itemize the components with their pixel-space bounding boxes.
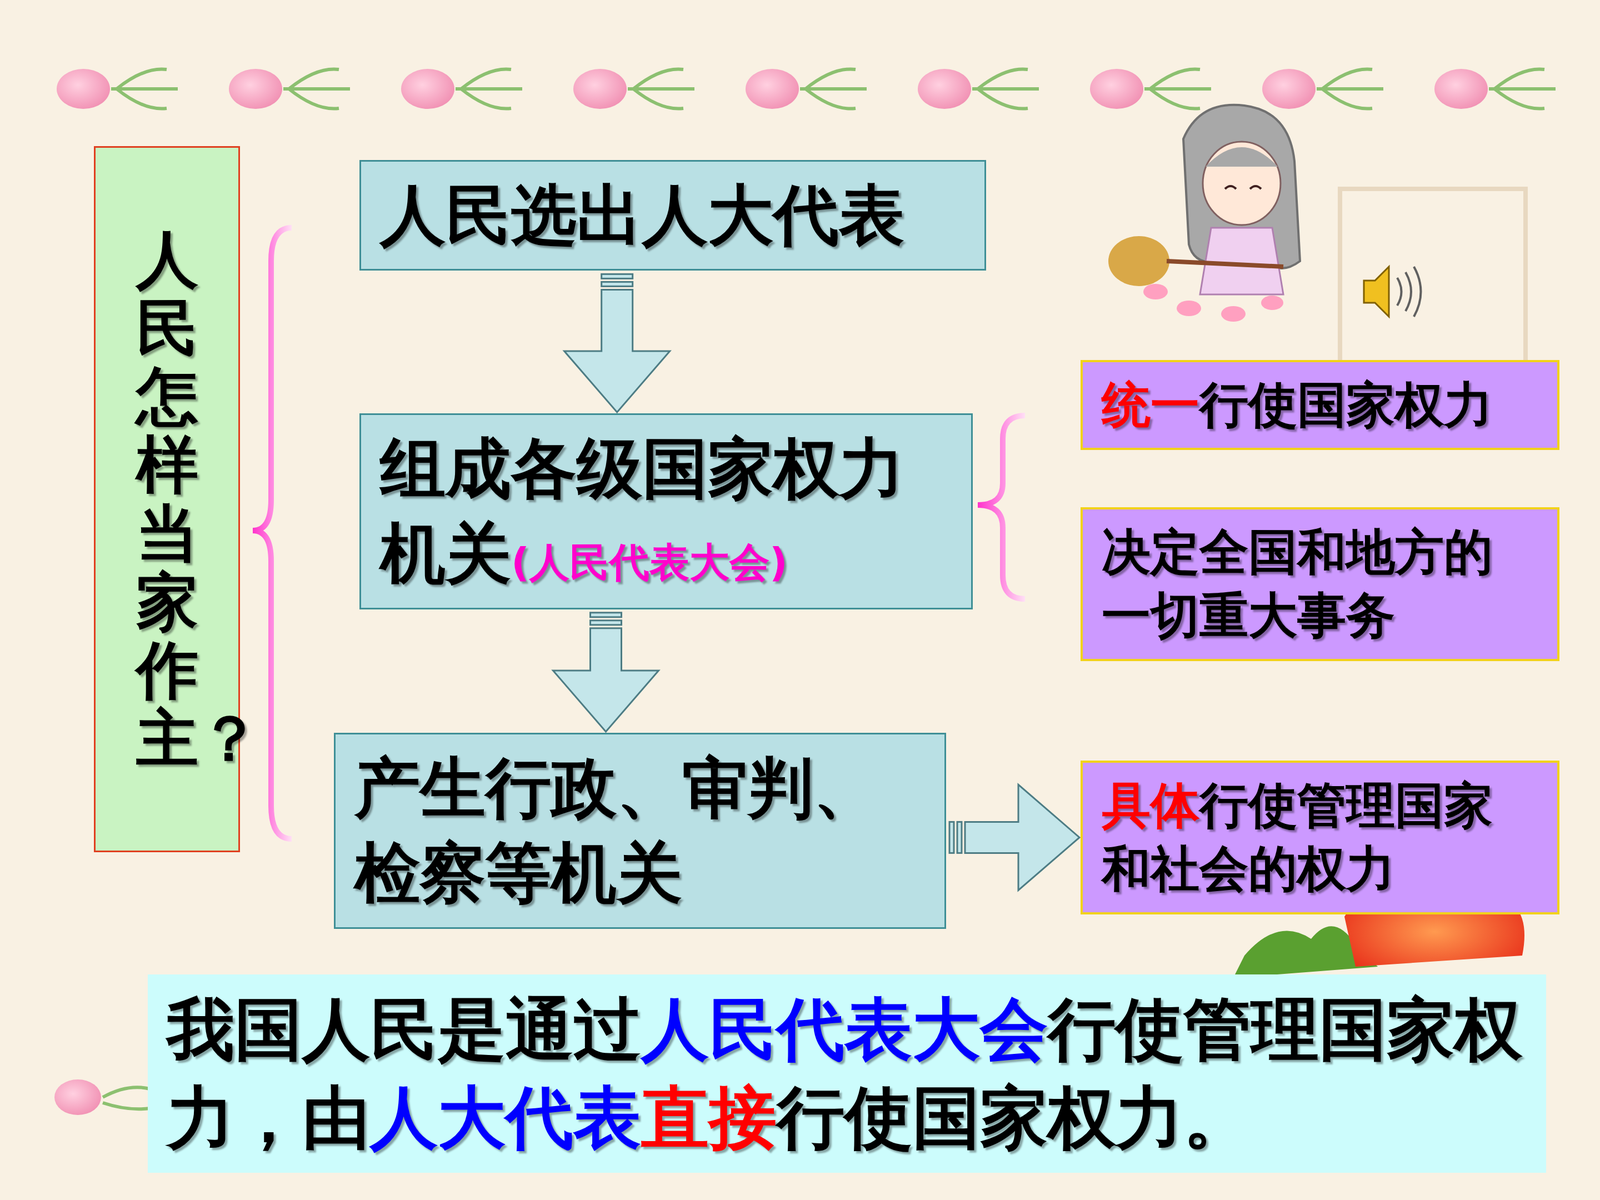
label-text: 人民代表大会 — [641, 990, 1048, 1069]
block-arrow — [564, 273, 670, 413]
tulip-border — [56, 68, 1556, 109]
label-text: 人民选出人大代表 — [380, 176, 905, 254]
process-box: 产生行政、审判、检察等机关 — [333, 732, 947, 929]
note-box: 具体行使管理国家和社会的权力 — [1080, 760, 1560, 915]
label-text: 行使国家权力 — [1199, 376, 1493, 434]
brace — [977, 415, 1025, 599]
summary-band: 我国人民是通过人民代表大会行使管理国家权力，由人大代表直接行使国家权力。 — [147, 974, 1547, 1173]
label-text: 人民怎样当家作主？ — [136, 223, 261, 775]
question-box: 人民怎样当家作主？ — [93, 146, 240, 853]
block-arrow — [949, 784, 1080, 890]
label-text: (人民代表大会) — [511, 538, 788, 586]
label-text: 决定全国和地方的一切重大事务 — [1101, 523, 1493, 644]
process-box: 人民选出人大代表 — [359, 160, 987, 271]
label-text: 我国人民是通过 — [166, 990, 642, 1069]
note-box: 统一行使国家权力 — [1080, 360, 1560, 450]
process-box: 组成各级国家权力机关(人民代表大会) — [359, 413, 973, 610]
note-box: 决定全国和地方的一切重大事务 — [1080, 507, 1560, 662]
label-text: 具体 — [1101, 776, 1200, 834]
tulip — [54, 1079, 150, 1115]
label-text: 直接 — [641, 1078, 777, 1158]
door-frame — [1340, 188, 1526, 367]
block-arrow — [553, 612, 659, 732]
label-text: 人大代表 — [370, 1078, 642, 1158]
label-text: 行使国家权力。 — [776, 1078, 1252, 1158]
speaker-icon — [1363, 266, 1422, 317]
girl-illustration — [1108, 105, 1300, 322]
label-text: 产生行政、审判、检察等机关 — [354, 749, 879, 912]
label-text: 统一 — [1101, 376, 1200, 434]
